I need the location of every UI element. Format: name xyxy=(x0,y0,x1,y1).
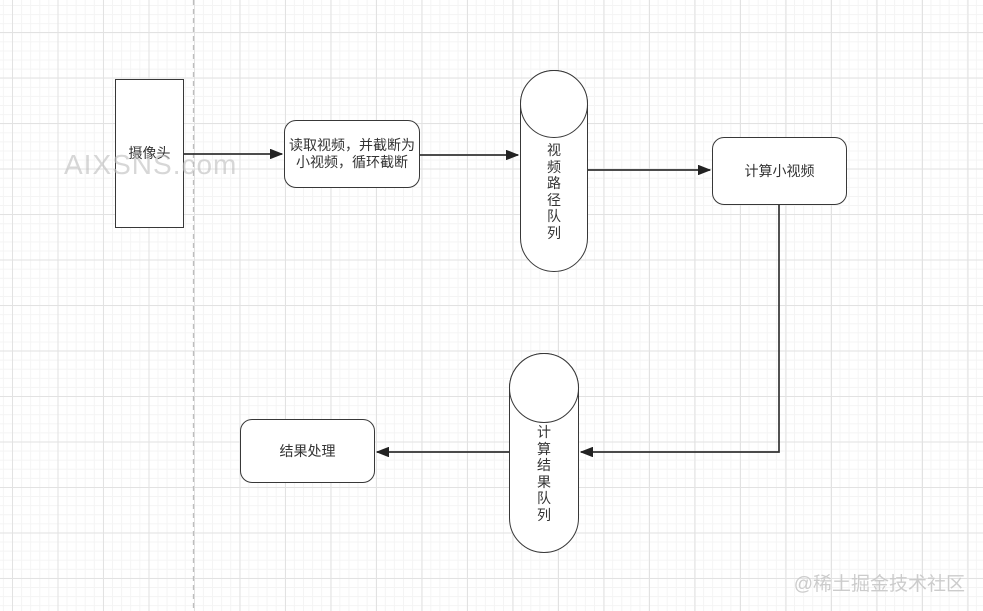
node-read-video-line1: 读取视频，并截断为 xyxy=(289,137,415,153)
node-result-process: 结果处理 xyxy=(240,419,375,483)
node-result-queue: 计算结果队列 xyxy=(509,353,579,553)
node-result-queue-label: 计算结果队列 xyxy=(537,424,551,523)
node-result-process-label: 结果处理 xyxy=(279,442,336,459)
watermark-community: @稀土掘金技术社区 xyxy=(793,574,965,595)
watermark-site: AIXSNS.com xyxy=(64,149,238,180)
node-camera: 摄像头 xyxy=(115,79,184,228)
video-queue-top-circle xyxy=(520,70,588,138)
node-compute-video: 计算小视频 xyxy=(712,137,847,205)
node-read-video-label: 读取视频，并截断为 小视频，循环截断 xyxy=(289,137,415,171)
result-queue-label-wrap: 计算结果队列 xyxy=(509,424,579,545)
video-queue-label-wrap: 视频路径队列 xyxy=(520,142,588,264)
node-compute-video-label: 计算小视频 xyxy=(744,162,815,179)
node-read-video-line2: 小视频，循环截断 xyxy=(296,154,408,170)
node-camera-label: 摄像头 xyxy=(128,145,171,161)
result-queue-top-circle xyxy=(509,353,579,423)
node-read-video: 读取视频，并截断为 小视频，循环截断 xyxy=(284,120,420,188)
node-video-queue-label: 视频路径队列 xyxy=(547,142,561,241)
node-video-queue: 视频路径队列 xyxy=(520,70,588,272)
